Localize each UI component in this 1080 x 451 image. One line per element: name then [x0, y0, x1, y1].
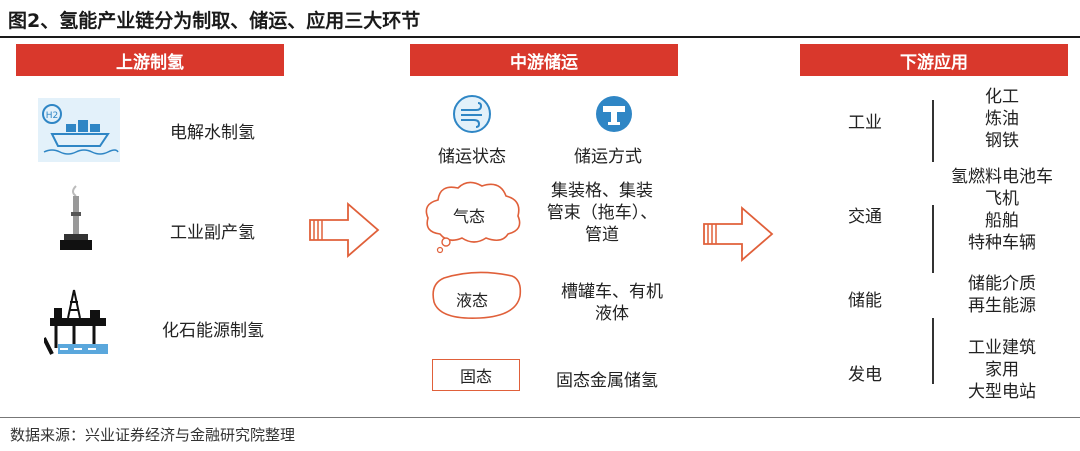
sector-storage: 储能 [848, 286, 882, 311]
pipe-fitting-icon [594, 94, 634, 134]
apps-industry: 化工 炼油 钢铁 [950, 86, 1054, 152]
sector-industry: 工业 [848, 108, 882, 133]
footer-rule [0, 417, 1080, 418]
flow-arrow-1 [308, 200, 382, 264]
sector-power: 发电 [848, 360, 882, 385]
app-item: 船舶 [940, 210, 1064, 232]
app-item: 钢铁 [950, 130, 1054, 152]
gas-method: 集装格、集装 管束（拖车）、 管道 [542, 180, 662, 246]
gas-method-line-1: 集装格、集装 [542, 180, 662, 202]
liquid-state-label: 液态 [456, 287, 488, 311]
upstream-item-fossil: 化石能源制氢 [162, 316, 264, 341]
liquid-method-line-1: 槽罐车、有机 [550, 281, 674, 303]
ship-h2-icon: H2 [38, 98, 120, 162]
solid-state-label: 固态 [460, 363, 492, 387]
app-item: 飞机 [940, 188, 1064, 210]
storage-method-label: 储运方式 [574, 142, 642, 167]
sector-transport: 交通 [848, 202, 882, 227]
apps-storage: 储能介质 再生能源 [950, 273, 1054, 317]
liquid-method-line-2: 液体 [550, 303, 674, 325]
wind-icon [452, 94, 492, 134]
app-item: 化工 [950, 86, 1054, 108]
gas-method-line-3: 管道 [542, 224, 662, 246]
apps-transport: 氢燃料电池车 飞机 船舶 特种车辆 [940, 166, 1064, 254]
storage-state-label: 储运状态 [438, 142, 506, 167]
divider-industry [932, 100, 934, 162]
app-item: 再生能源 [950, 295, 1054, 317]
industrial-chimney-icon [56, 184, 96, 254]
app-item: 储能介质 [950, 273, 1054, 295]
source-note: 数据来源：兴业证券经济与金融研究院整理 [10, 424, 295, 445]
app-item: 特种车辆 [940, 232, 1064, 254]
upstream-item-byproduct: 工业副产氢 [170, 218, 255, 243]
upstream-item-electrolysis: 电解水制氢 [170, 118, 255, 143]
liquid-method: 槽罐车、有机 液体 [550, 281, 674, 325]
app-item: 家用 [950, 359, 1054, 381]
midstream-header: 中游储运 [410, 44, 678, 76]
figure-title: 图2、氢能产业链分为制取、储运、应用三大环节 [8, 6, 420, 33]
gas-method-line-2: 管束（拖车）、 [542, 202, 662, 224]
apps-power: 工业建筑 家用 大型电站 [950, 337, 1054, 403]
h2-badge: H2 [46, 111, 59, 121]
divider-power [932, 318, 934, 384]
solid-state-box: 固态 [432, 359, 520, 391]
upstream-header: 上游制氢 [16, 44, 284, 76]
solid-method: 固态金属储氢 [556, 366, 658, 391]
app-item: 工业建筑 [950, 337, 1054, 359]
title-rule [0, 36, 1080, 38]
app-item: 大型电站 [950, 381, 1054, 403]
gas-state-label: 气态 [453, 203, 485, 227]
downstream-header: 下游应用 [800, 44, 1068, 76]
flow-arrow-2 [702, 204, 776, 268]
divider-transport [932, 205, 934, 273]
app-item: 炼油 [950, 108, 1054, 130]
app-item: 氢燃料电池车 [940, 166, 1064, 188]
oil-rig-icon [44, 288, 112, 358]
